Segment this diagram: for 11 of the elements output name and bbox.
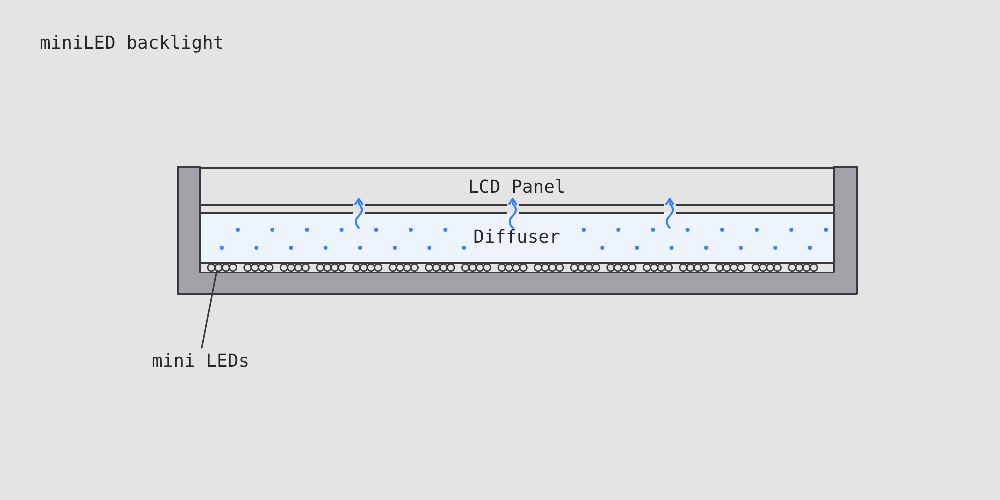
wavy-arrow bbox=[508, 198, 518, 229]
led-strip bbox=[201, 262, 833, 272]
lcd-panel-layer bbox=[201, 167, 833, 206]
wavy-arrow bbox=[665, 198, 675, 229]
layer-label: Diffuser bbox=[474, 230, 560, 246]
leader-line bbox=[201, 270, 218, 349]
diffuser-layer bbox=[201, 213, 833, 262]
diagram-title: miniLED backlight bbox=[40, 34, 224, 54]
wavy-arrow bbox=[354, 198, 364, 229]
callout-label: mini LEDs bbox=[152, 352, 250, 372]
layer-label: LCD Panel bbox=[468, 180, 566, 196]
